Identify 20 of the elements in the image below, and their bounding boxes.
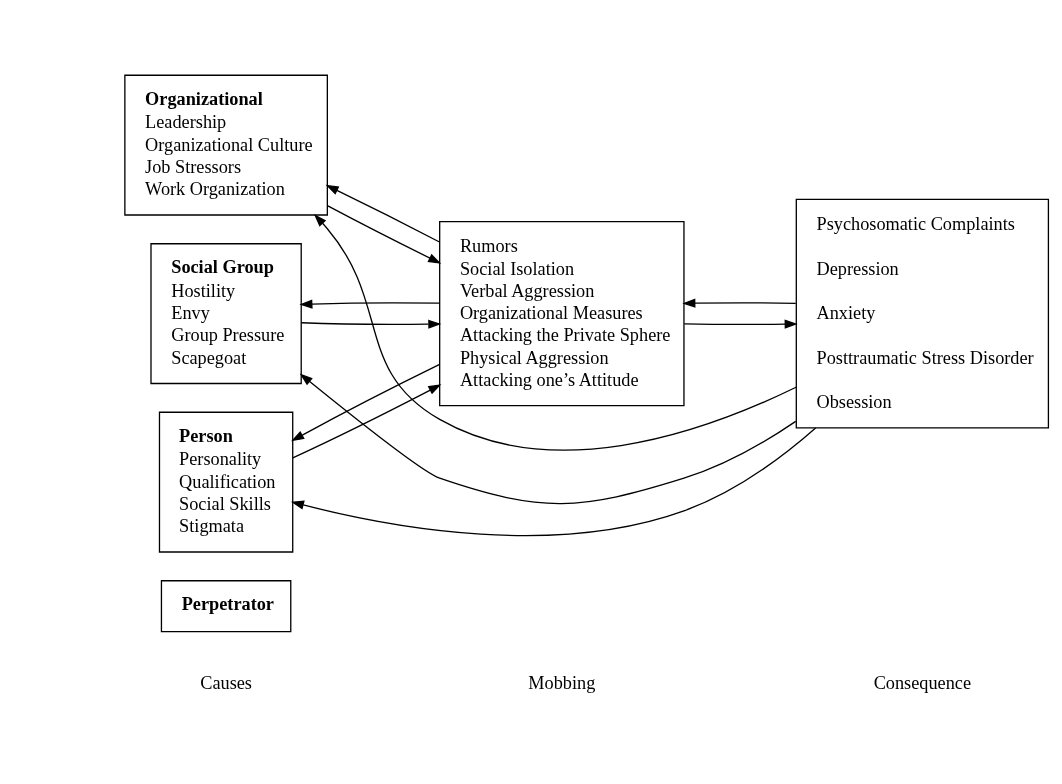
- node-box: Person Personality Qualification Social Skills Stigmata: [158, 411, 294, 553]
- arrow: [292, 384, 442, 459]
- node-box: Social Group Hostility Envy Group Pressure Scapegoat: [150, 243, 302, 385]
- arrow: [300, 319, 442, 329]
- arrow: [325, 184, 441, 243]
- arrow: [683, 319, 798, 329]
- label: Mobbing: [528, 673, 596, 694]
- arrow: [299, 299, 441, 309]
- arrow: [326, 205, 442, 264]
- arrow: [290, 427, 817, 537]
- node-box: Perpetrator: [160, 580, 292, 633]
- label: Causes: [200, 673, 252, 694]
- arrow: [682, 298, 797, 308]
- label: Consequence: [873, 673, 972, 694]
- node-box: Rumors Social Isolation Verbal Aggression Organizational Measures Attacking the Private Sphere Physical Aggression Attacking one’s Attitude: [439, 220, 685, 407]
- arrow: [291, 363, 441, 442]
- node-box: Psychosomatic Complaints Depression Anxiety Posttraumatic Stress Disorder Obsession: [795, 198, 1050, 429]
- node-box: Organizational Leadership Organizational Culture Job Stressors Work Organization: [124, 74, 328, 216]
- arrow: [299, 373, 797, 505]
- arrow: [313, 214, 797, 451]
